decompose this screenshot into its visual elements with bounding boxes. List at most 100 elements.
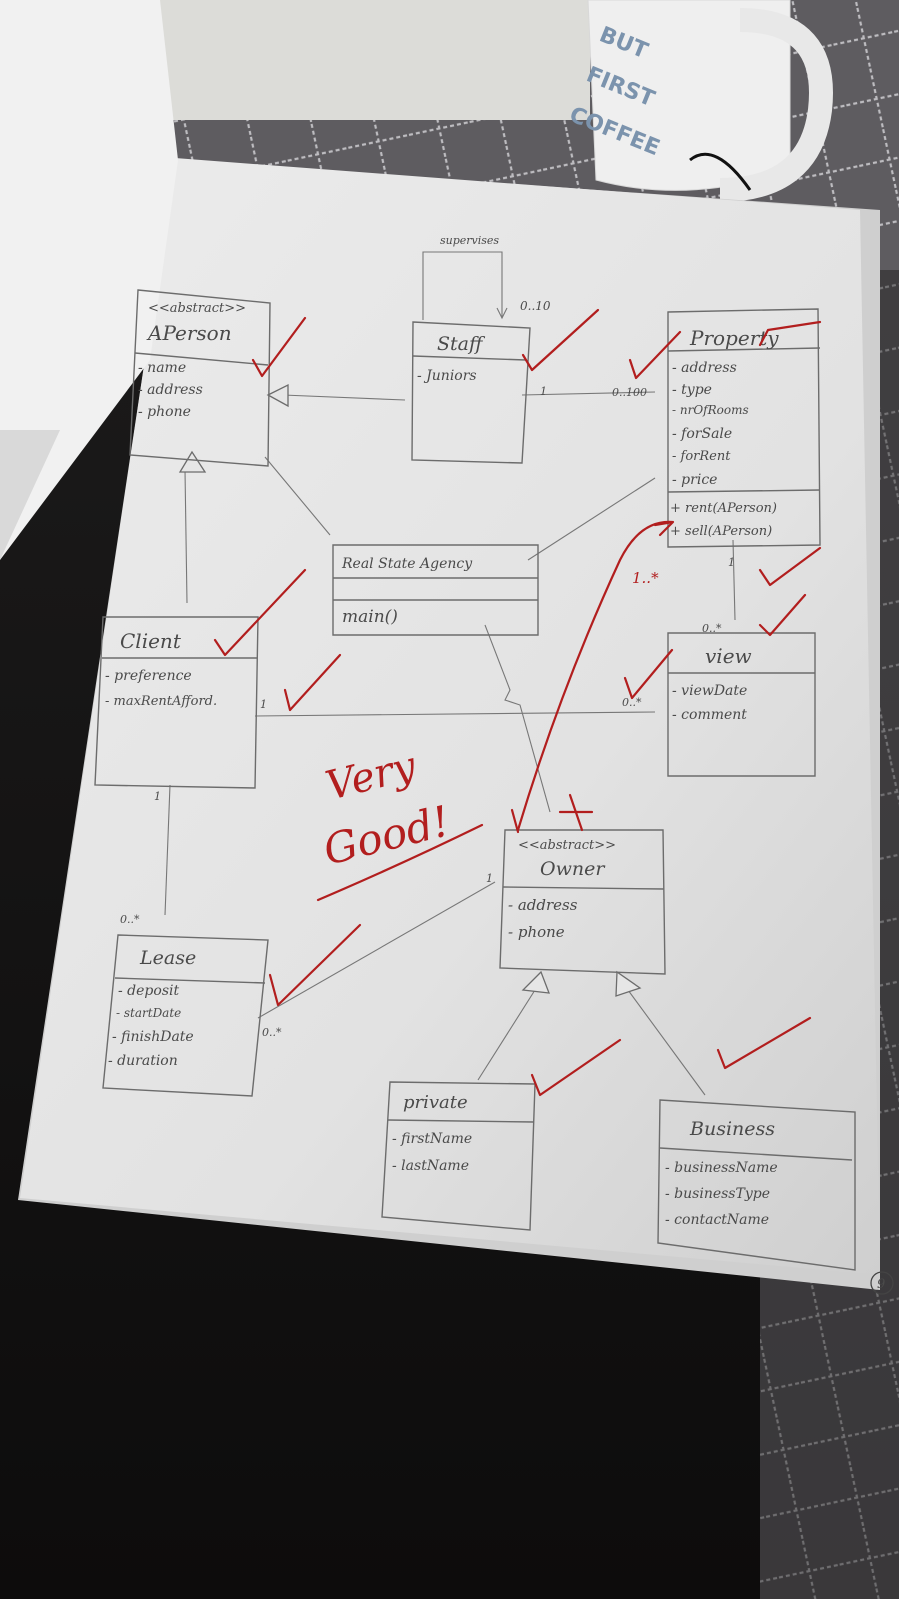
- private-attr-2: - lastName: [392, 1158, 469, 1174]
- private-name: private: [403, 1092, 468, 1113]
- check-mark: [628, 330, 682, 380]
- property-attr-1: - address: [672, 360, 737, 376]
- property-owner-mult: 1..*: [632, 569, 659, 587]
- owner-attr-2: - phone: [508, 923, 565, 941]
- agency-op-1: main(): [342, 607, 398, 627]
- client-lease-mult: 1: [154, 790, 161, 803]
- page-number-circle: [870, 1271, 894, 1295]
- owner-lease-mult: 1: [486, 872, 493, 885]
- class-staff: Staff - Juniors supervises 0..10 1: [411, 234, 551, 464]
- check-mark: [716, 1016, 812, 1070]
- background-paper: [150, 0, 590, 120]
- staff-self-mult: 0..10: [520, 299, 551, 313]
- property-staff-mult: 0..100: [612, 386, 647, 399]
- lease-attr-1: - deposit: [118, 983, 179, 999]
- aperson-attr-1: - name: [138, 360, 186, 376]
- curled-page: [0, 0, 178, 560]
- check-mark: [758, 546, 822, 587]
- staff-property-line: [521, 391, 656, 396]
- business-attr-3: - contactName: [665, 1212, 769, 1228]
- business-owner-line: [627, 989, 706, 1096]
- lease-owner-line: [257, 881, 496, 1019]
- check-mark: [758, 320, 822, 347]
- agency-aperson-line: [264, 456, 331, 536]
- check-mark: [268, 923, 362, 1007]
- page-number: 9: [877, 1277, 885, 1292]
- class-aperson: <<abstract>> APerson - name - address - …: [129, 289, 271, 467]
- view-attr-2: - comment: [672, 707, 747, 723]
- client-lease-line: [164, 784, 171, 916]
- agency-property-line: [527, 477, 656, 561]
- red-star-mark: [558, 793, 594, 832]
- paper-sheet: [20, 158, 880, 1275]
- class-lease: Lease - deposit - startDate - finishDate…: [102, 913, 282, 1097]
- property-op-2: + sell(APerson): [670, 524, 772, 539]
- property-attr-5: - forRent: [672, 449, 731, 464]
- property-attr-3: - nrOfRooms: [672, 403, 749, 417]
- check-mark: [213, 568, 307, 657]
- client-name: Client: [120, 629, 182, 653]
- staff-self-loop: [422, 251, 503, 320]
- lease-name: Lease: [139, 947, 196, 969]
- class-business: Business - businessName - businessType -…: [657, 1099, 856, 1271]
- aperson-attr-3: - phone: [138, 404, 191, 420]
- class-property: Property - address - type - nrOfRooms - …: [612, 308, 821, 569]
- client-aperson-line: [184, 469, 188, 604]
- business-name: Business: [689, 1118, 775, 1140]
- aperson-name: APerson: [146, 321, 232, 345]
- property-attr-4: - forSale: [672, 426, 732, 442]
- property-attr-2: - type: [672, 382, 712, 398]
- inheritance-arrow: [266, 383, 289, 408]
- view-prop-mult: 0..*: [702, 622, 722, 635]
- red-association-arrow: [516, 520, 674, 832]
- view-client-mult: 0..*: [622, 696, 642, 709]
- check-mark: [530, 1038, 622, 1097]
- owner-stereotype: <<abstract>>: [518, 838, 616, 853]
- check-mark: [251, 316, 307, 378]
- check-mark: [623, 648, 674, 700]
- private-owner-line: [477, 989, 536, 1081]
- class-view: view - viewDate - comment 0..* 0..*: [622, 622, 816, 777]
- property-name: Property: [689, 326, 779, 350]
- property-attr-6: - price: [672, 472, 717, 488]
- coffee-mug: BUT FIRST COFFEE: [566, 0, 833, 202]
- check-mark: [758, 593, 807, 637]
- client-attr-2: - maxRentAfford.: [105, 694, 217, 709]
- owner-name: Owner: [540, 858, 606, 880]
- staff-name: Staff: [437, 333, 486, 355]
- agency-name: Real State Agency: [341, 556, 473, 572]
- view-attr-1: - viewDate: [672, 683, 747, 699]
- staff-self-label: supervises: [440, 234, 499, 247]
- class-private: private - firstName - lastName: [381, 1081, 536, 1231]
- aperson-stereotype: <<abstract>>: [148, 301, 246, 316]
- uml-diagram: <<abstract>> APerson - name - address - …: [94, 234, 894, 1295]
- class-owner: <<abstract>> Owner - address - phone 1: [486, 829, 666, 975]
- lease-attr-2: - startDate: [116, 1006, 181, 1020]
- aperson-attr-2: - address: [138, 382, 203, 398]
- client-attr-1: - preference: [105, 668, 192, 684]
- client-view-mult: 1: [260, 698, 267, 711]
- agency-owner-line: [484, 624, 551, 813]
- view-name: view: [705, 644, 752, 668]
- lease-owner-mult: 0..*: [262, 1026, 282, 1039]
- staff-attr-1: - Juniors: [417, 368, 477, 384]
- class-agency: Real State Agency main(): [332, 544, 539, 636]
- property-view-line: [732, 539, 736, 621]
- lease-attr-3: - finishDate: [112, 1029, 194, 1045]
- property-view-mult: 1: [728, 556, 735, 569]
- property-op-1: + rent(APerson): [670, 501, 777, 516]
- check-mark: [521, 308, 600, 372]
- client-view-line: [254, 711, 656, 717]
- grade-underline: [316, 823, 484, 902]
- lease-client-mult: 0..*: [120, 913, 140, 926]
- business-attr-2: - businessType: [665, 1186, 770, 1202]
- check-mark: [283, 653, 342, 712]
- lease-attr-4: - duration: [108, 1053, 178, 1069]
- business-attr-1: - businessName: [665, 1160, 778, 1176]
- staff-aperson-line: [282, 394, 406, 401]
- staff-prop-mult: 1: [540, 385, 547, 398]
- owner-attr-1: - address: [508, 896, 578, 914]
- private-attr-1: - firstName: [392, 1131, 472, 1147]
- class-client: Client - preference - maxRentAfford. 1 1: [94, 616, 267, 803]
